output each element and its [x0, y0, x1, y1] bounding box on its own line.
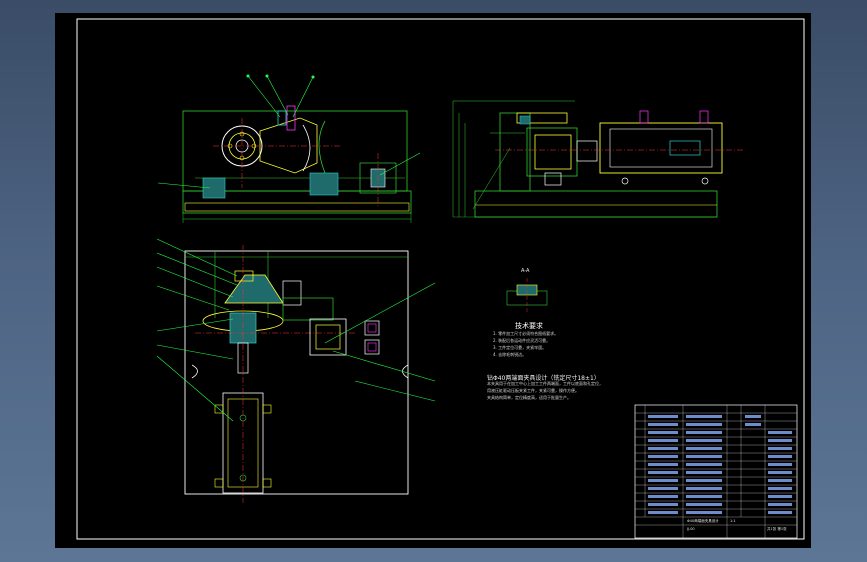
cad-drawing: [76, 18, 805, 540]
design-note-title: 钻Φ40两端面夹具设计（铣定尺寸18±1）: [487, 375, 600, 382]
technical-note-3: 3. 工件定位可靠，夹紧牢固。: [493, 345, 547, 350]
technical-note-2: 2. 装配后各运动件应灵活可靠。: [493, 338, 551, 343]
title-block-sheet-info: 共1张 第1张: [767, 527, 787, 531]
title-block-scale: 1:1: [730, 519, 736, 523]
title-block-drawing-title: Φ40两端面夹具设计: [687, 519, 719, 523]
front-view: [157, 74, 421, 223]
drawing-sheet: 技术要求 1. 零件加工尺寸必须符合图纸要求。 2. 装配后各运动件应灵活可靠。…: [55, 13, 811, 548]
technical-note-4: 4. 去除毛刺锐边。: [493, 352, 527, 357]
section-label: A-A: [521, 268, 530, 274]
technical-notes-title: 技术要求: [515, 322, 543, 330]
side-view: [452, 100, 745, 218]
title-block: [634, 404, 798, 539]
design-note-line-2: 用液压缸驱动压板夹紧工件，夹紧可靠，操作方便。: [487, 388, 579, 393]
section-view-aa: [506, 278, 548, 313]
design-note-line-1: 本夹具用于在加工中心上加工工件两端面，工件以底面和孔定位，: [487, 381, 603, 386]
title-block-drawing-code: JJ-00: [687, 527, 695, 531]
technical-note-1: 1. 零件加工尺寸必须符合图纸要求。: [493, 331, 559, 336]
drawing-frame: [76, 18, 805, 540]
top-view: [156, 238, 436, 503]
design-note-line-3: 夹具结构简单，定位精度高，适用于批量生产。: [487, 395, 571, 400]
